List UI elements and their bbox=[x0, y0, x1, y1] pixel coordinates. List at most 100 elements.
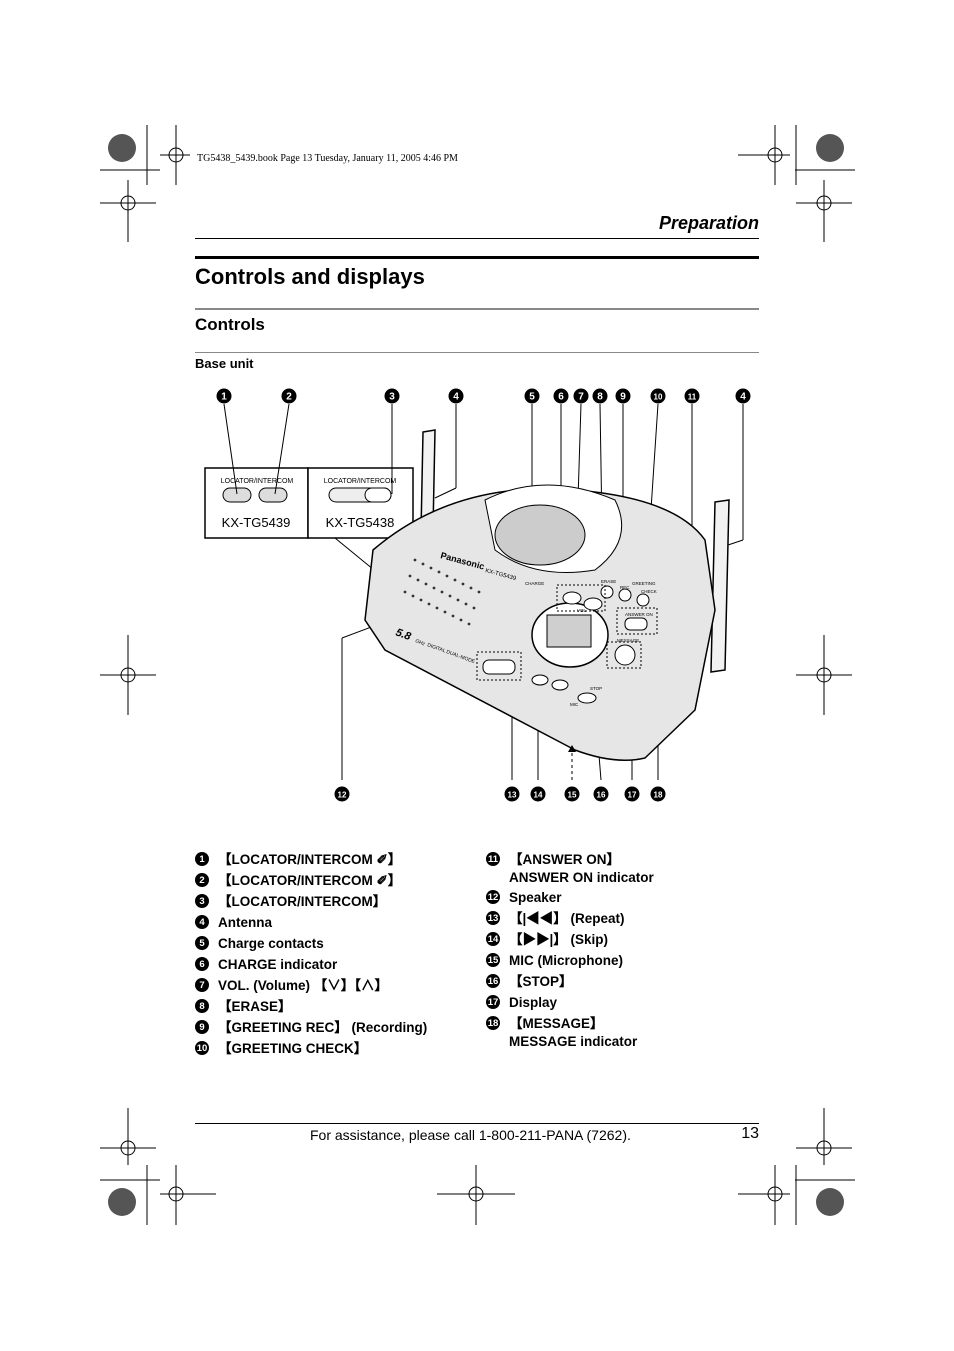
legend-text: 【GREETING REC】 (Recording) bbox=[218, 1020, 428, 1035]
header-rule bbox=[195, 238, 759, 239]
bottom-callout-5 bbox=[593, 786, 609, 802]
bottom-callout-label: 17 bbox=[628, 791, 637, 800]
legend-text: 【LOCATOR/INTERCOM ✐】 bbox=[218, 873, 402, 888]
device-message-label: MESSAGE bbox=[617, 638, 639, 643]
legend-number: 17 bbox=[486, 995, 500, 1009]
inset-model-right: KX-TG5438 bbox=[326, 515, 395, 530]
legend-item: 16 【STOP】 bbox=[486, 973, 654, 994]
bottom-callout-label: 18 bbox=[654, 791, 663, 800]
legend-text: 【|◀◀】 (Repeat) bbox=[509, 911, 625, 926]
legend-item: 4 Antenna bbox=[195, 914, 427, 935]
top-callout-9 bbox=[615, 388, 631, 404]
legend-number: 15 bbox=[486, 953, 500, 967]
legend-text: MIC (Microphone) bbox=[509, 953, 623, 968]
footer-text: For assistance, please call 1-800-211-PA… bbox=[310, 1127, 631, 1143]
legend-text: 【GREETING CHECK】 bbox=[218, 1041, 368, 1056]
legend-text: 【LOCATOR/INTERCOM】 bbox=[218, 894, 387, 909]
legend-text: Display bbox=[509, 995, 558, 1010]
legend-number: 8 bbox=[195, 999, 209, 1013]
page-number: 13 bbox=[741, 1125, 759, 1142]
title-rule-top bbox=[195, 256, 759, 259]
top-callout-11 bbox=[684, 388, 700, 404]
page-title: Controls and displays bbox=[195, 264, 425, 289]
device-erase-label: ERASE bbox=[601, 579, 616, 584]
top-callout-label: 10 bbox=[654, 393, 663, 402]
top-callout-12 bbox=[735, 388, 751, 404]
legend-item: 6 CHARGE indicator bbox=[195, 956, 427, 977]
bottom-callout-1 bbox=[334, 786, 350, 802]
device-charge-label: CHARGE bbox=[525, 581, 544, 586]
top-callout-label: 4 bbox=[453, 392, 459, 403]
top-callout-2 bbox=[281, 388, 297, 404]
bottom-callout-label: 12 bbox=[338, 791, 347, 800]
top-callout-1 bbox=[216, 388, 232, 404]
top-callout-label: 7 bbox=[578, 392, 584, 403]
legend-number: 2 bbox=[195, 873, 209, 887]
legend-text: 【ANSWER ON】 bbox=[509, 852, 620, 867]
legend-item: 14 【▶▶|】 (Skip) bbox=[486, 931, 654, 952]
section-subtitle: Controls bbox=[195, 315, 265, 334]
device-ghz: GHz bbox=[414, 638, 426, 647]
top-callout-4 bbox=[448, 388, 464, 404]
inset-label-left: LOCATOR/INTERCOM bbox=[221, 478, 294, 485]
legend-text: Antenna bbox=[218, 915, 272, 930]
bottom-callout-2 bbox=[504, 786, 520, 802]
device-stop-label: STOP bbox=[590, 686, 602, 691]
inset-label-right: LOCATOR/INTERCOM bbox=[324, 478, 397, 485]
legend-text: 【▶▶|】 (Skip) bbox=[509, 932, 609, 947]
inset-model-left: KX-TG5439 bbox=[222, 515, 291, 530]
bottom-callout-4 bbox=[564, 786, 580, 802]
section-label: Preparation bbox=[658, 213, 759, 233]
top-callout-label: 2 bbox=[286, 392, 292, 403]
legend-item: 12 Speaker bbox=[486, 889, 654, 910]
top-callout-label: 1 bbox=[221, 392, 227, 403]
legend-text: 【ERASE】 bbox=[218, 999, 292, 1014]
legend-number: 4 bbox=[195, 915, 209, 929]
top-callout-3 bbox=[384, 388, 400, 404]
legend-text: 【STOP】 bbox=[509, 974, 573, 989]
top-callout-5 bbox=[524, 388, 540, 404]
legend-number: 6 bbox=[195, 957, 209, 971]
legend-number: 16 bbox=[486, 974, 500, 988]
legend-item: 13 【|◀◀】 (Repeat) bbox=[486, 910, 654, 931]
legend-number: 3 bbox=[195, 894, 209, 908]
legend-number: 12 bbox=[486, 890, 500, 904]
legend-item: 2 【LOCATOR/INTERCOM ✐】 bbox=[195, 872, 427, 893]
legend-number: 13 bbox=[486, 911, 500, 925]
legend-item: 3 【LOCATOR/INTERCOM】 bbox=[195, 893, 427, 914]
legend-number: 14 bbox=[486, 932, 500, 946]
legend-text: Speaker bbox=[509, 890, 562, 905]
device-answer-label: ANSWER ON bbox=[625, 612, 653, 617]
bottom-callout-label: 14 bbox=[534, 791, 543, 800]
top-callout-8 bbox=[592, 388, 608, 404]
legend-item: 10 【GREETING CHECK】 bbox=[195, 1040, 427, 1061]
top-callout-7 bbox=[573, 388, 589, 404]
top-callout-label: 9 bbox=[620, 392, 626, 403]
legend-item: 8 【ERASE】 bbox=[195, 998, 427, 1019]
bottom-callout-label: 16 bbox=[597, 791, 606, 800]
top-callout-label: 3 bbox=[389, 392, 395, 403]
legend-item: 9【GREETING REC】 (Recording) bbox=[195, 1019, 427, 1040]
device-check-label: CHECK bbox=[641, 589, 657, 594]
top-callout-label: 4 bbox=[740, 392, 746, 403]
subtitle-rule bbox=[195, 352, 759, 353]
legend-number: 10 bbox=[195, 1041, 209, 1055]
bottom-callout-6 bbox=[624, 786, 640, 802]
top-callout-label: 11 bbox=[688, 393, 697, 402]
print-header: TG5438_5439.book Page 13 Tuesday, Januar… bbox=[197, 153, 458, 164]
legend-text: 【MESSAGE】 bbox=[509, 1016, 604, 1031]
legend-text: CHARGE indicator bbox=[218, 957, 338, 972]
legend-number: 5 bbox=[195, 936, 209, 950]
title-rule-bottom bbox=[195, 308, 759, 310]
top-callout-10 bbox=[650, 388, 666, 404]
legend-item: 17 Display bbox=[486, 994, 654, 1015]
top-callout-label: 6 bbox=[558, 392, 564, 403]
legend-item: 15 MIC (Microphone) bbox=[486, 952, 654, 973]
top-callout-label: 5 bbox=[529, 392, 535, 403]
legend-number: 7 bbox=[195, 978, 209, 992]
